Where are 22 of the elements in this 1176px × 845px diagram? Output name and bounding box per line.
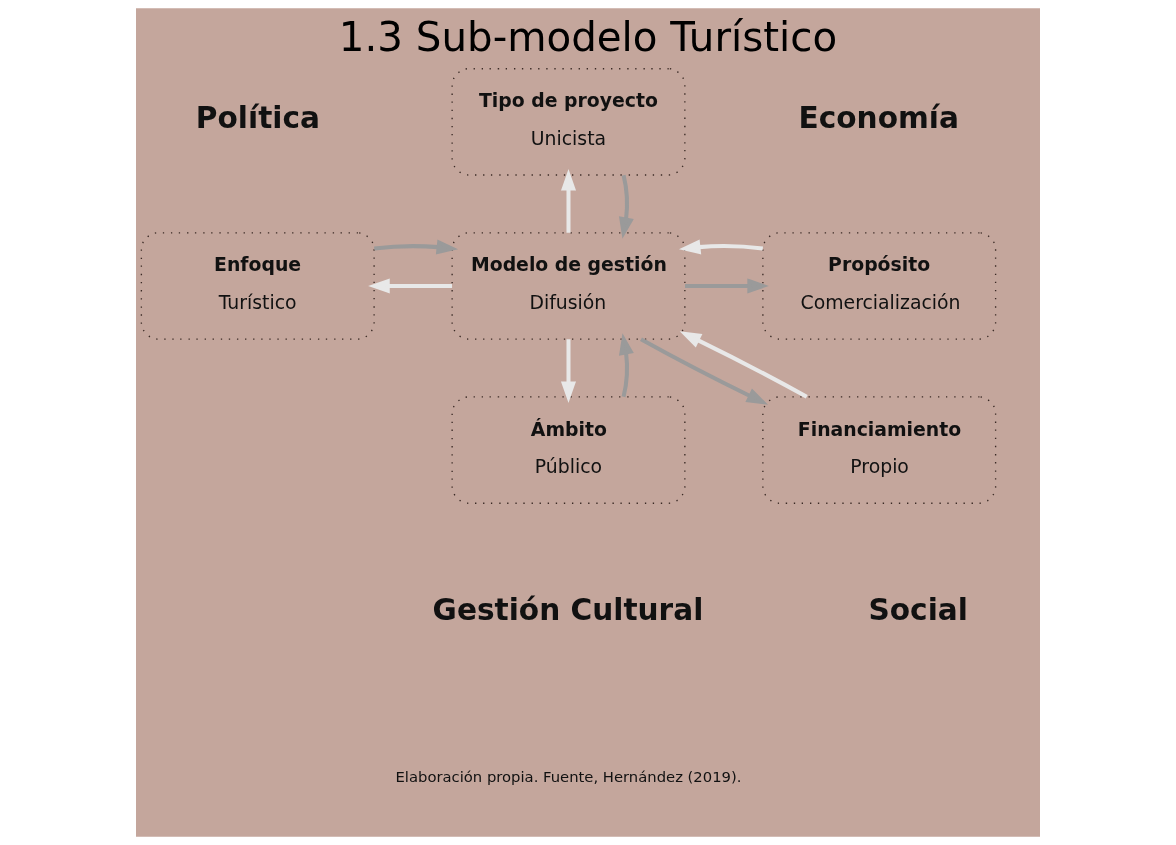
arrow: [560, 169, 577, 233]
label: Gestión Cultural: [432, 593, 704, 628]
node-box: Enfoque Turístico: [140, 232, 375, 340]
label: Social: [868, 593, 968, 628]
arrow: [618, 333, 634, 398]
node-box: Ámbito Público: [451, 396, 686, 504]
node-box: Propósito Comercialización: [762, 232, 997, 340]
arrow: [685, 278, 769, 294]
arrow: [679, 331, 808, 399]
arrow: [678, 239, 764, 255]
node-box: Tipo de proyecto Unicista: [451, 68, 686, 176]
node-box: Financiamiento Propio: [762, 396, 997, 504]
node-box: Modelo de gestión Difusión: [451, 232, 686, 340]
diagram-title: 1.3 Sub-modelo Turístico: [338, 14, 838, 62]
arrow: [560, 339, 577, 403]
label: Economía: [798, 101, 959, 136]
label: Política: [195, 101, 320, 136]
arrow: [368, 278, 453, 294]
arrow: [618, 174, 634, 239]
arrow: [640, 337, 769, 405]
arrow: [374, 239, 459, 255]
caption: Elaboración propia. Fuente, Hernández (2019).: [395, 768, 742, 786]
